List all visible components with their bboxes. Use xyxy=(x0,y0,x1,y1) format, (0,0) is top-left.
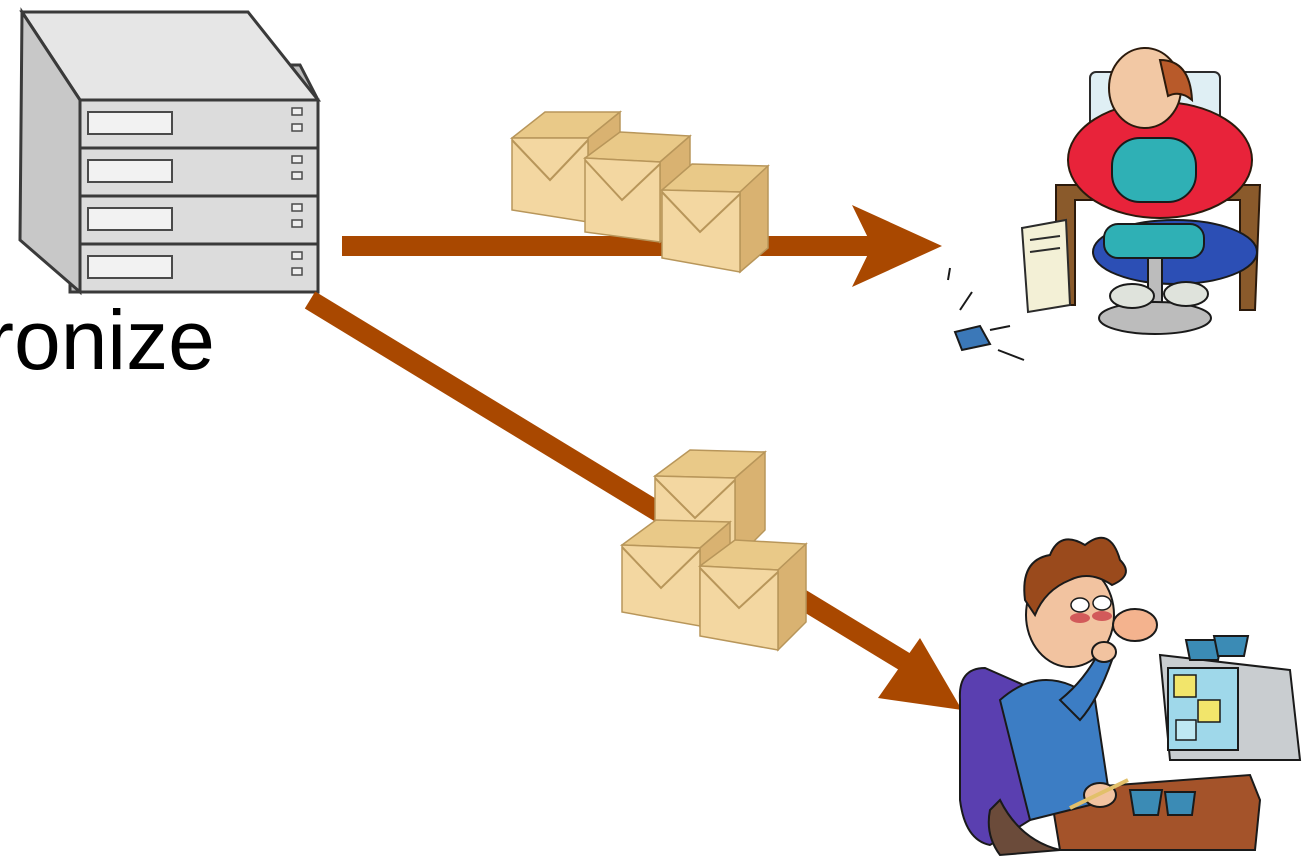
envelope-icon xyxy=(660,163,770,274)
partial-word-label: ronize xyxy=(0,293,215,387)
frustrated-user-icon xyxy=(947,47,1262,361)
tired-worker-icon xyxy=(958,536,1302,857)
server-icon xyxy=(18,7,322,296)
envelope-icon xyxy=(697,539,808,652)
arrow-to-bottom-user xyxy=(304,291,962,710)
